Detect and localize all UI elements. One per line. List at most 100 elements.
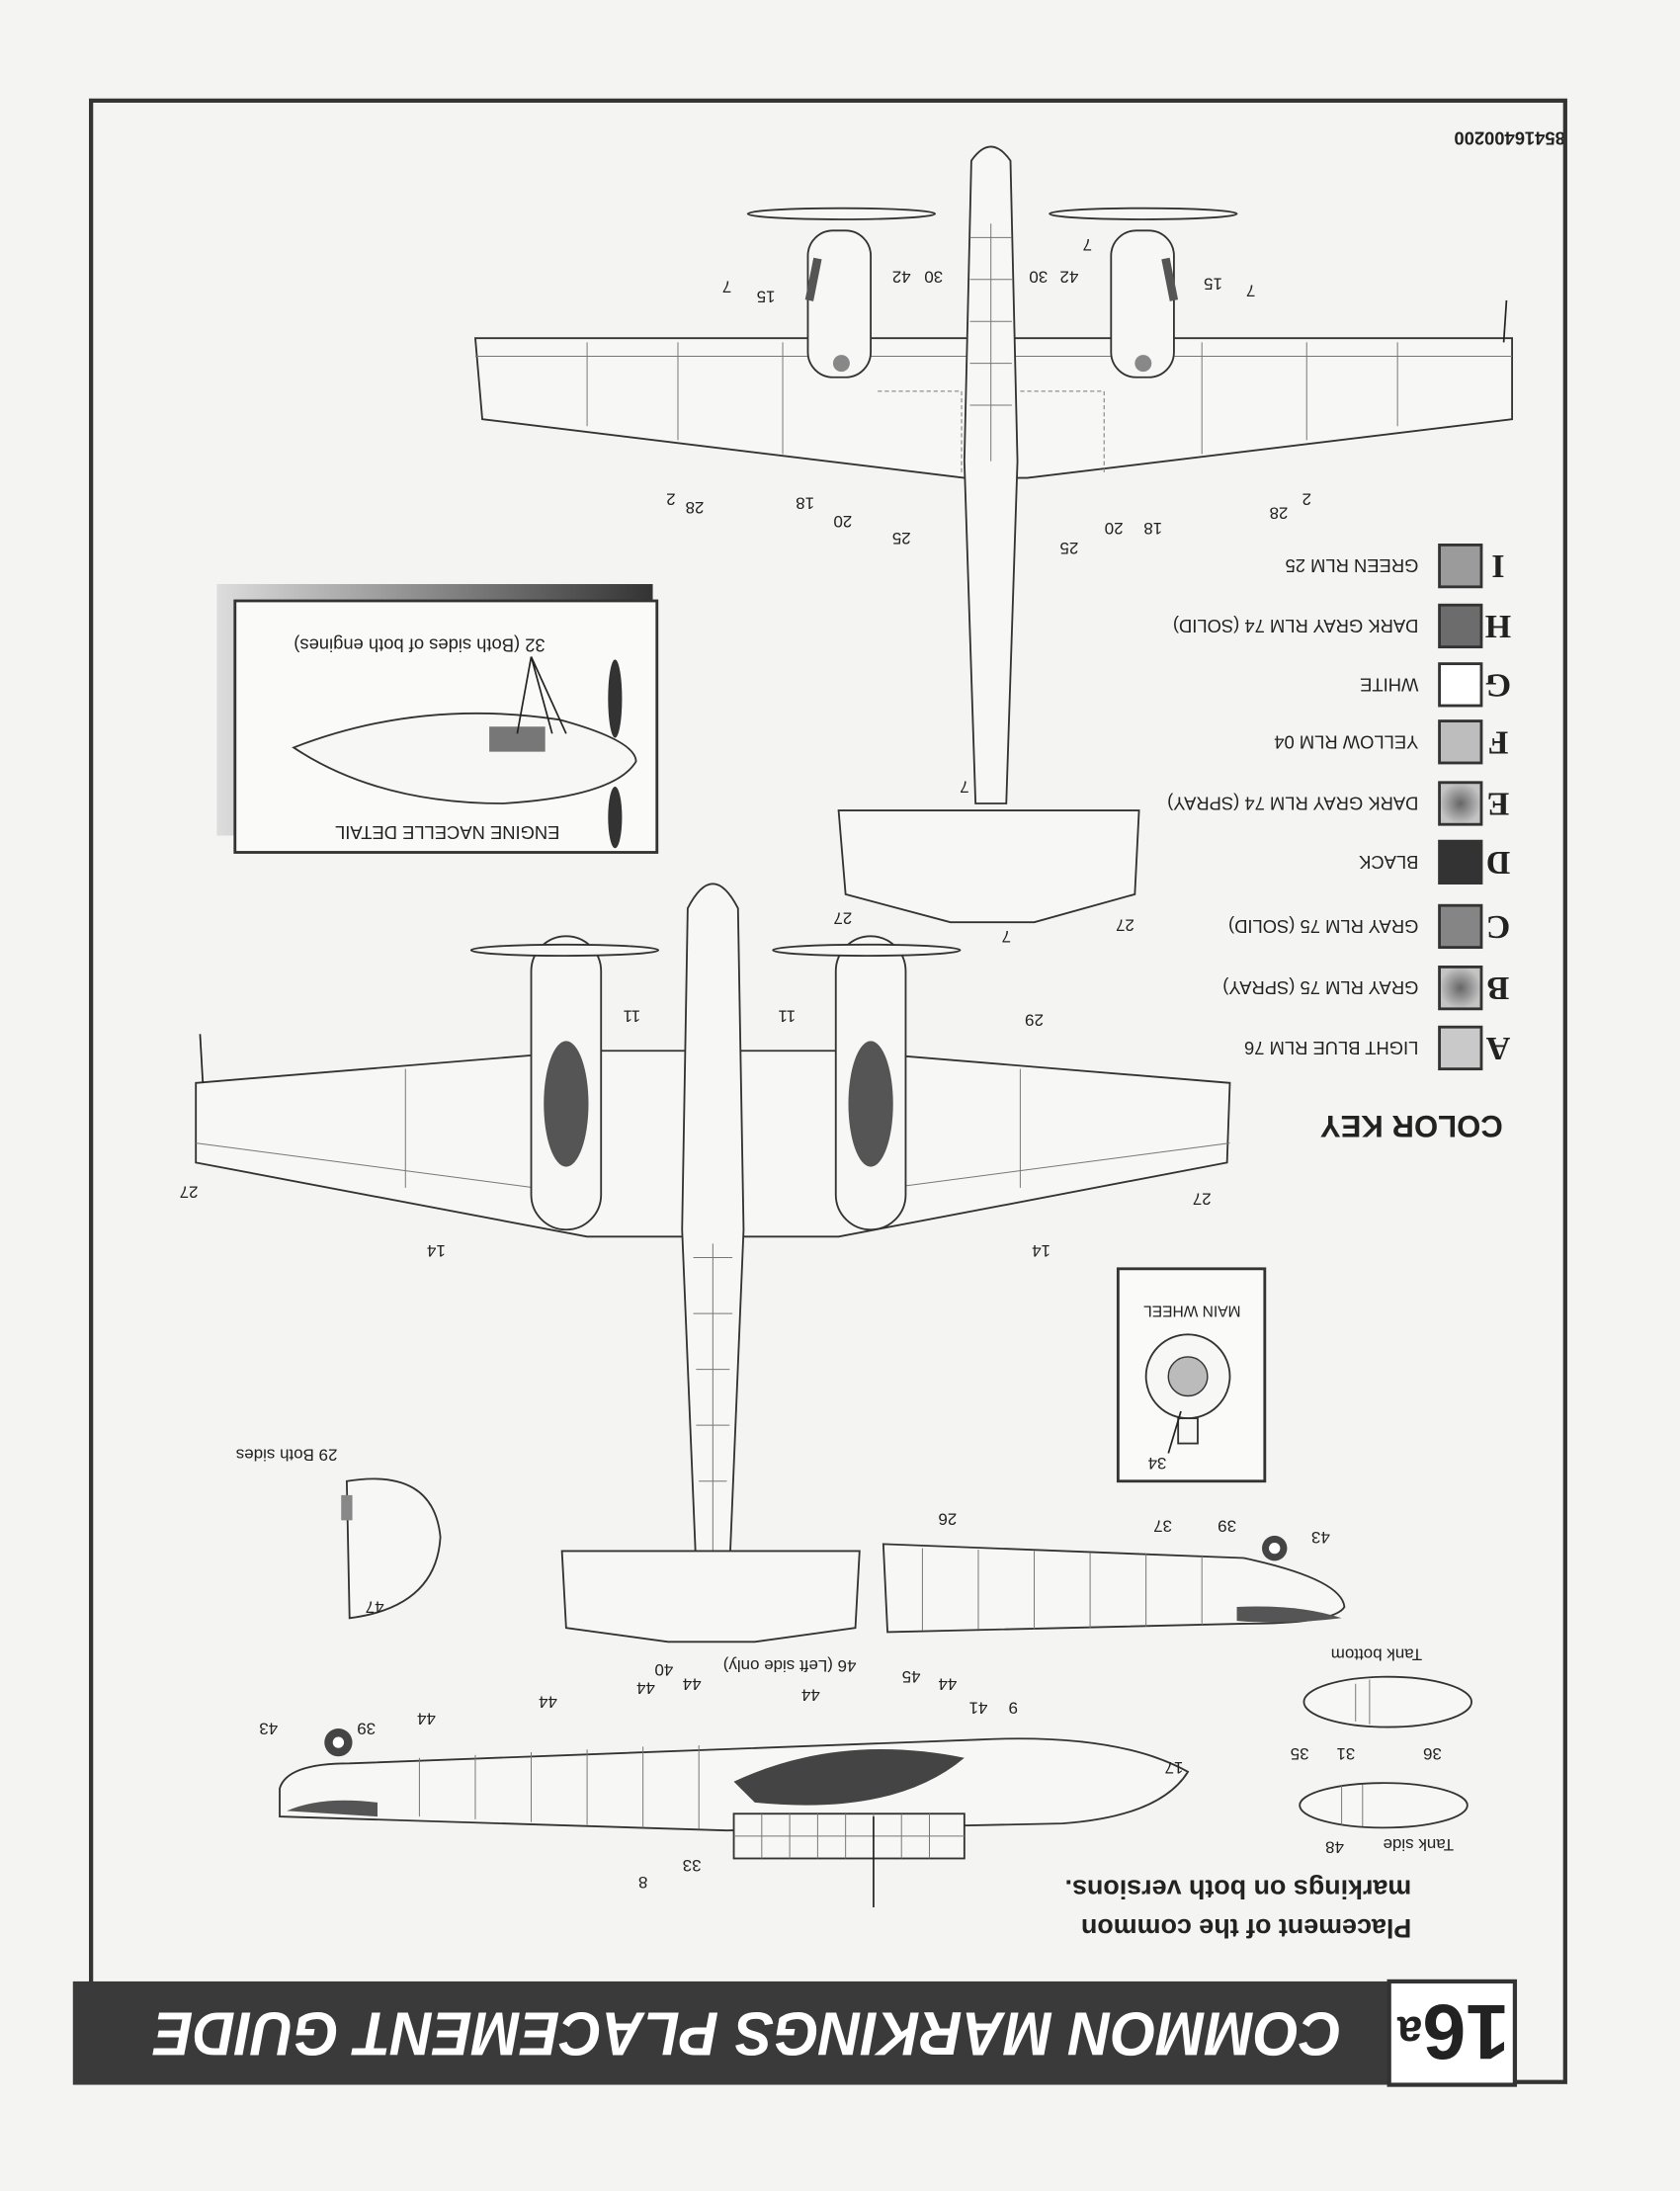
color-key-label: GRAY RLM 75 (SPRAY) xyxy=(1222,977,1418,998)
color-key-label: LIGHT BLUE RLM 76 xyxy=(1244,1038,1418,1058)
callout-number: 17 xyxy=(1164,1758,1183,1777)
color-key-label: GREEN RLM 25 xyxy=(1286,555,1419,576)
callout-number: 44 xyxy=(636,1678,655,1697)
intro-line-2: markings on both versions. xyxy=(1065,1875,1412,1904)
callout-number: 44 xyxy=(938,1674,957,1693)
color-key-label: GRAY RLM 75 (SOLID) xyxy=(1228,916,1418,937)
callout-number: 30 xyxy=(1029,267,1048,286)
engine-nacelle-title: ENGINE NACELLE DETAIL xyxy=(335,822,559,843)
callout-number: 45 xyxy=(902,1667,921,1686)
wheel-cover-callout-2: 47 xyxy=(366,1597,384,1616)
callout-number: 43 xyxy=(259,1719,278,1737)
header-bar: 16a COMMON MARKINGS PLACEMENT GUIDE xyxy=(72,1979,1518,2087)
color-key-label: DARK GRAY RLM 74 (SPRAY) xyxy=(1167,793,1418,813)
step-number: 16a xyxy=(1396,1989,1509,2077)
callout-number: 7 xyxy=(960,778,968,797)
fuselage-side-view-upper xyxy=(882,1535,1346,1634)
color-swatch xyxy=(1438,903,1483,950)
callout-number: 36 xyxy=(1423,1744,1442,1763)
color-key-letter: A xyxy=(1485,1030,1510,1066)
sheet-code: 85416400200 xyxy=(1454,127,1564,148)
callout-number: 27 xyxy=(833,908,852,927)
callout-number: 11 xyxy=(778,1006,796,1025)
color-swatch xyxy=(1438,603,1483,649)
callout-number: 9 xyxy=(1009,1698,1018,1717)
color-key-item: A LIGHT BLUE RLM 76 xyxy=(1244,1025,1510,1071)
callout-number: 39 xyxy=(357,1719,376,1737)
callout-number: 43 xyxy=(1311,1528,1330,1547)
color-key-letter: E xyxy=(1487,785,1510,821)
drop-tank-views: Tank bottom Tank side xyxy=(1299,1645,1473,1854)
callout-number: 44 xyxy=(417,1710,436,1728)
color-key-letter: I xyxy=(1491,548,1504,584)
aircraft-top-view xyxy=(473,145,1514,924)
callout-number: 26 xyxy=(938,1509,957,1528)
callout-number: 27 xyxy=(1193,1190,1212,1209)
callout-number: 14 xyxy=(1032,1241,1050,1260)
color-key-letter: D xyxy=(1486,844,1511,881)
color-key-heading: COLOR KEY xyxy=(1320,1109,1503,1143)
aircraft-side-view xyxy=(279,1728,1190,1907)
callout-number: 42 xyxy=(1059,267,1078,286)
callout-number: 2 xyxy=(1302,489,1311,508)
callout-number: 42 xyxy=(892,267,911,286)
callout-number: 8 xyxy=(638,1873,647,1892)
callout-number: 39 xyxy=(1218,1516,1236,1535)
callout-number: 15 xyxy=(757,287,776,305)
callout-number: 15 xyxy=(1204,275,1222,294)
callout-number: 40 xyxy=(654,1660,673,1679)
callout-number: 2 xyxy=(666,489,675,508)
callout-number: 35 xyxy=(1291,1744,1309,1763)
color-swatch xyxy=(1438,719,1483,765)
color-key-item: C GRAY RLM 75 (SOLID) xyxy=(1228,903,1511,950)
callout-number: 27 xyxy=(180,1183,199,1202)
callout-number: 7 xyxy=(722,277,731,295)
callout-number: 28 xyxy=(1270,503,1289,522)
color-swatch xyxy=(1438,544,1483,589)
color-key-item: D BLACK xyxy=(1358,839,1511,885)
callout-number: 18 xyxy=(796,494,814,513)
callout-number: 27 xyxy=(1116,916,1134,935)
callout-number: 25 xyxy=(892,529,911,548)
color-key-label: BLACK xyxy=(1358,852,1418,873)
callout-number: 20 xyxy=(833,512,852,531)
color-swatch xyxy=(1438,781,1483,826)
color-swatch xyxy=(1438,839,1483,885)
color-swatch xyxy=(1438,966,1483,1011)
callout-number: 7 xyxy=(1002,927,1011,946)
callout-number: 28 xyxy=(686,498,705,517)
callout-number: 44 xyxy=(683,1674,702,1693)
engine-nacelle-callout: 32 (Both sides of both engines) xyxy=(294,635,545,656)
callout-number: 29 xyxy=(1025,1011,1044,1030)
page-title: COMMON MARKINGS PLACEMENT GUIDE xyxy=(151,1999,1341,2067)
color-key-letter: G xyxy=(1485,666,1511,703)
color-key: COLOR KEY A LIGHT BLUE RLM 76 B GRAY RLM 75… xyxy=(1167,544,1511,1143)
color-key-letter: F xyxy=(1488,723,1509,760)
main-wheel-callout: 34 xyxy=(1148,1454,1167,1473)
callout-number: 18 xyxy=(1143,519,1162,538)
color-key-item: B GRAY RLM 75 (SPRAY) xyxy=(1222,966,1510,1011)
callout-number: 31 xyxy=(1336,1744,1355,1763)
callout-number: 33 xyxy=(683,1856,702,1875)
callout-number: 44 xyxy=(539,1693,557,1712)
wheel-cover-part: 29 Both sides 47 xyxy=(236,1445,442,1620)
color-key-label: YELLOW RLM 04 xyxy=(1274,731,1418,752)
wheel-cover-callout: 29 Both sides xyxy=(236,1445,338,1464)
color-key-letter: C xyxy=(1486,908,1511,945)
color-key-label: DARK GRAY RLM 74 (SOLID) xyxy=(1173,616,1418,636)
color-key-letter: B xyxy=(1487,969,1510,1006)
callout-number: 46 (Left side only) xyxy=(723,1656,857,1675)
tank-bottom-label: Tank bottom xyxy=(1331,1645,1422,1664)
main-wheel-inset: MAIN WHEEL 34 xyxy=(1116,1267,1267,1483)
callout-number: 37 xyxy=(1153,1516,1172,1535)
callout-number: 7 xyxy=(1083,235,1092,254)
callout-number: 20 xyxy=(1105,519,1124,538)
callout-number: 11 xyxy=(624,1006,641,1025)
intro-line-1: Placement of the common xyxy=(1081,1913,1411,1943)
callout-number: 41 xyxy=(969,1698,988,1717)
aircraft-bottom-view xyxy=(195,883,1231,1643)
